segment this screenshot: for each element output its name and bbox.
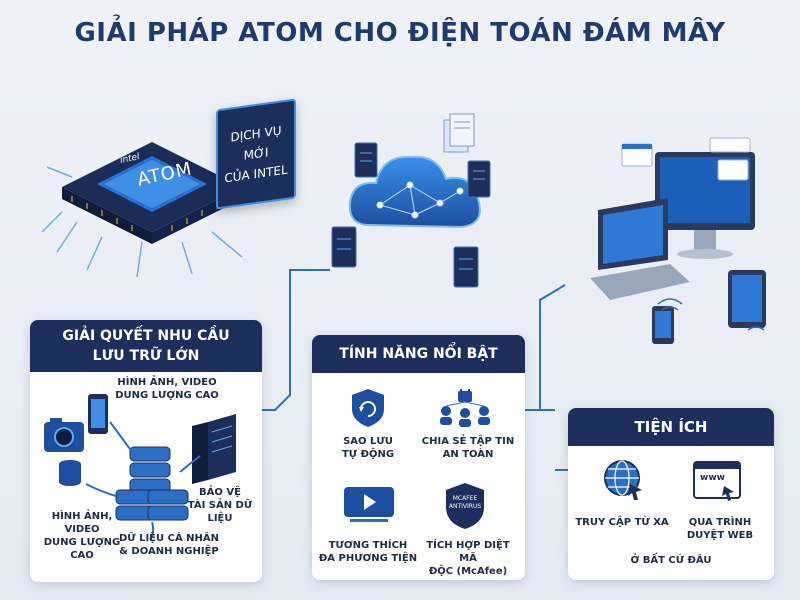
media-player-icon <box>344 487 394 522</box>
storage-heading-line-1: GIẢI QUYẾT NHU CẦU <box>62 328 230 344</box>
utility-card: TIỆN ÍCH TRUY CẬP TỪ XA www QUA TRÌNH DU… <box>568 408 774 580</box>
database-stack-icon <box>115 446 189 521</box>
phone-icon <box>88 394 108 434</box>
devices-group <box>560 130 790 360</box>
connector-storage-cloud <box>262 269 330 411</box>
feature-label-backup: SAO LƯU TỰ ĐỘNG <box>341 436 395 460</box>
page-title: GIẢI PHÁP ATOM CHO ĐIỆN TOÁN ĐÁM MÂY <box>74 18 726 48</box>
camera-icon <box>44 418 84 452</box>
small-database-icon <box>59 460 81 486</box>
label-images-top: HÌNH ẢNH, VIDEO DUNG LƯỢNG CAO <box>115 377 219 401</box>
www-text: www <box>700 473 725 483</box>
storage-illustration <box>44 394 236 541</box>
antivirus-shield-icon: MCAFEE ANTIVIRUS <box>444 481 486 531</box>
browser-www-icon: www <box>692 460 742 504</box>
antivirus-badge: MCAFEE ANTIVIRUS <box>448 495 482 510</box>
cloud-group <box>320 115 510 295</box>
label-images-left: HÌNH ẢNH, VIDEO DUNG LƯỢNG CAO <box>43 511 121 561</box>
server-tower-icon <box>192 414 236 484</box>
label-personal-data: DỮ LIỆU CÁ NHÂN & DOANH NGHIỆP <box>118 533 220 557</box>
storage-card-heading: GIẢI QUYẾT NHU CẦU LƯU TRỮ LỚN <box>30 320 262 372</box>
cloud-network-icon <box>331 142 491 288</box>
new-service-tag: DỊCH VỤ MỚI CỦA INTEL <box>216 98 296 210</box>
feature-label-share: CHIA SẺ TẬP TIN AN TOÀN <box>421 436 515 460</box>
devices-icon <box>590 137 766 344</box>
utility-card-heading: TIỆN ÍCH <box>568 408 774 446</box>
feature-label-media: TƯƠNG THÍCH ĐA PHƯƠNG TIỆN <box>318 540 418 564</box>
features-card: TÍNH NĂNG NỔI BẬT SAO LƯU TỰ ĐỘNG CHIA S… <box>312 335 525 580</box>
utility-label-remote: TRUY CẬP TỪ XA <box>575 517 669 528</box>
label-protect-data: BẢO VỆ TÀI SẢN DỮ LIỆU <box>187 487 253 524</box>
utility-footer: Ở BẤT CỨ ĐÂU <box>630 555 712 566</box>
connector-features-devices <box>539 284 566 410</box>
storage-card: GIẢI QUYẾT NHU CẦU LƯU TRỮ LỚN <box>30 320 262 582</box>
features-card-heading: TÍNH NĂNG NỔI BẬT <box>312 335 525 373</box>
shield-sync-icon <box>352 389 384 427</box>
storage-heading-line-2: LƯU TRỮ LỚN <box>92 348 200 364</box>
document-stack-icon <box>443 113 475 153</box>
file-share-icon <box>440 389 490 427</box>
globe-cursor-icon <box>604 460 642 500</box>
utility-label-web: QUA TRÌNH DUYỆT WEB <box>686 517 754 541</box>
feature-label-antivirus: TÍCH HỢP DIỆT MÃ ĐỘC (McAfee) <box>426 540 510 577</box>
